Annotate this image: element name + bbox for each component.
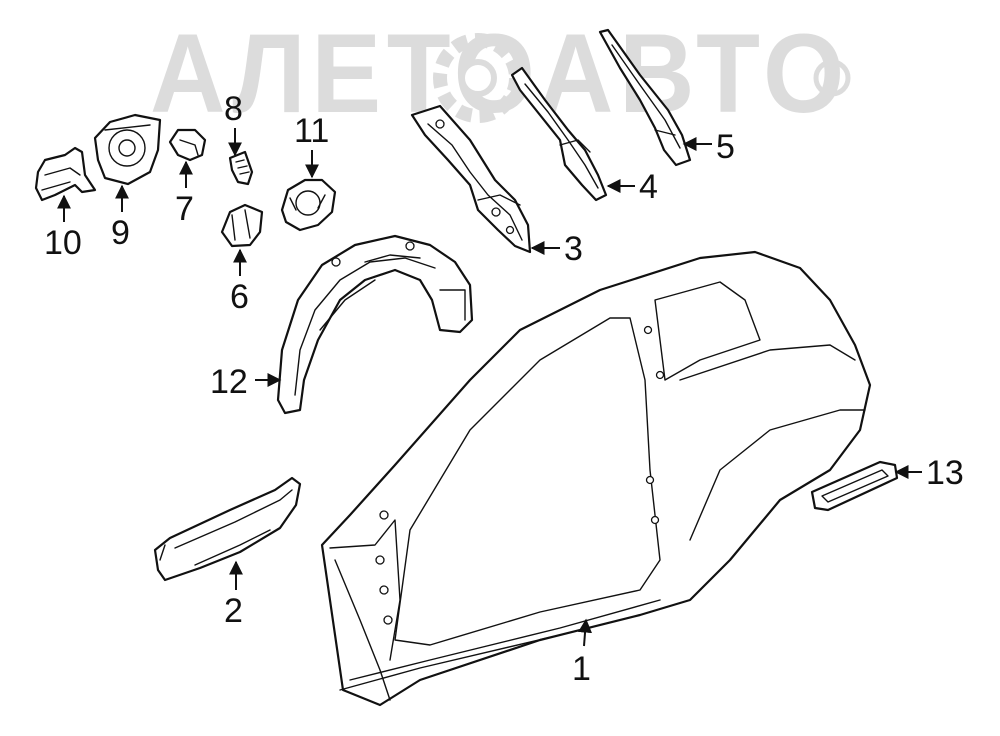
callout-3: 3 xyxy=(564,230,583,268)
callout-8: 8 xyxy=(224,90,243,128)
part-4-inner-pillar-upper xyxy=(510,66,608,202)
leader-1 xyxy=(578,618,593,647)
callout-labels: 1 2 3 4 5 6 7 8 9 10 11 12 13 xyxy=(44,90,964,688)
part-8-clip xyxy=(228,150,254,186)
part-10-bracket xyxy=(34,146,97,202)
part-1-side-panel xyxy=(320,250,872,707)
part-6-cup xyxy=(220,203,264,248)
part-9-fuel-filler-housing xyxy=(93,113,162,186)
callout-13: 13 xyxy=(926,454,964,492)
leader-lines xyxy=(57,128,922,647)
part-2-rocker-reinforcement xyxy=(153,476,302,582)
callout-7: 7 xyxy=(175,190,194,228)
part-5-c-pillar xyxy=(598,28,692,167)
registered-icon xyxy=(813,59,851,97)
callout-5: 5 xyxy=(716,128,735,166)
callout-9: 9 xyxy=(111,214,130,252)
callout-2: 2 xyxy=(224,592,243,630)
part-3-inner-pillar-lower xyxy=(410,104,532,254)
callout-6: 6 xyxy=(230,278,249,316)
part-11-ring xyxy=(280,178,337,232)
part-7-bracket xyxy=(168,128,207,162)
callout-10: 10 xyxy=(44,224,82,262)
callout-4: 4 xyxy=(639,168,658,206)
watermark-text: АЛЕТОАВТО xyxy=(150,11,850,136)
callout-11: 11 xyxy=(294,112,329,150)
callout-1: 1 xyxy=(572,650,591,688)
watermark: АЛЕТОАВТО xyxy=(150,11,851,136)
part-12-wheel-arch-liner xyxy=(276,234,474,415)
callout-12: 12 xyxy=(210,363,248,401)
